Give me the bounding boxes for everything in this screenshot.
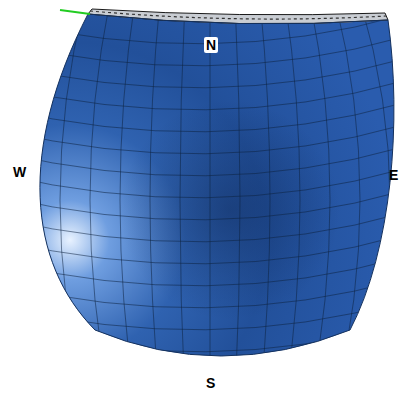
shell-rim xyxy=(88,9,388,24)
compass-label: W xyxy=(11,164,28,180)
compass-label: E xyxy=(387,167,400,183)
compass-label: S xyxy=(204,375,217,391)
shell-edge xyxy=(40,14,394,356)
compass-label: N xyxy=(204,37,218,53)
axis-line xyxy=(60,10,90,14)
